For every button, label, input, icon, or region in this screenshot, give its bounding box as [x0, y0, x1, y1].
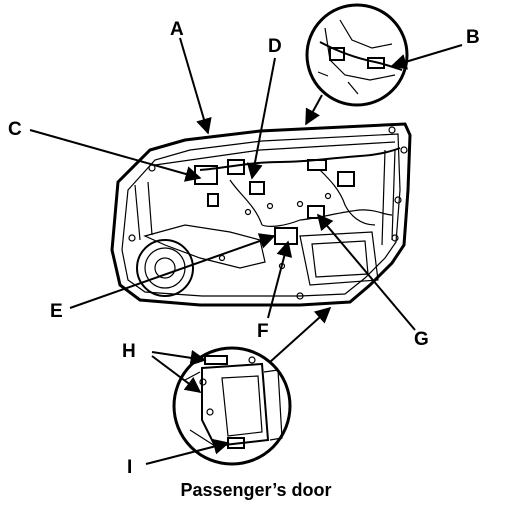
leader-lines — [29, 37, 463, 465]
mounting-holes — [128, 126, 408, 300]
figure-caption: Passenger’s door — [180, 480, 332, 500]
callout-f: F — [257, 321, 269, 342]
callout-a: A — [170, 19, 184, 40]
detail-view-b — [305, 3, 409, 107]
callout-d: D — [268, 36, 282, 57]
detail-view-bottom — [172, 346, 292, 466]
callout-e: E — [50, 301, 63, 322]
connectors — [194, 159, 355, 245]
callout-i: I — [127, 457, 133, 478]
callout-b: B — [466, 27, 480, 48]
callout-c: C — [8, 119, 22, 140]
speaker — [136, 239, 194, 297]
callout-h: H — [122, 341, 136, 362]
callout-g: G — [414, 329, 429, 350]
door-panel — [110, 122, 412, 307]
